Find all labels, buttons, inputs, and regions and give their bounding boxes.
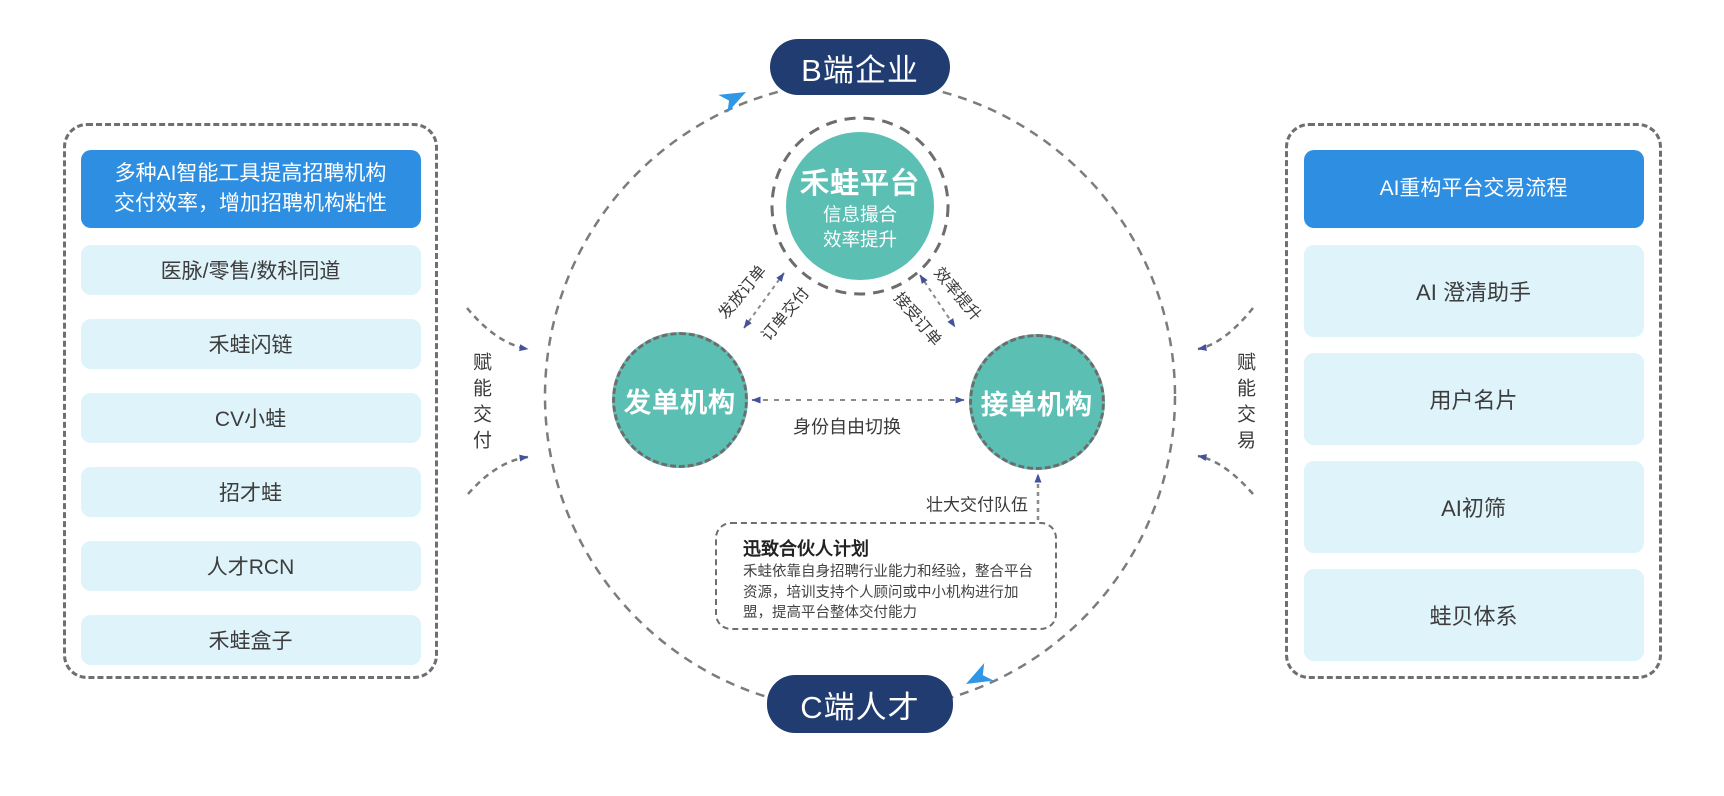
right-panel-item: AI 澄清助手 — [1303, 245, 1644, 337]
receiving-agency-circle: 接单机构 — [969, 334, 1105, 470]
left-panel-item: CV小蛙 — [80, 393, 421, 443]
empower-delivery-arrow-bottom — [467, 454, 529, 495]
issuing-agency-circle: 发单机构 — [612, 332, 748, 468]
label-identity-switch: 身份自由切换 — [793, 417, 901, 437]
right-panel-header: AI重构平台交易流程 — [1303, 150, 1644, 228]
empower-trade-arrow-top — [1197, 307, 1254, 351]
label-empower-trade: 赋能交易 — [1234, 352, 1255, 456]
label-order-delivery: 订单交付 — [758, 284, 814, 345]
left-panel-item: 医脉/零售/数科同道 — [80, 245, 421, 295]
empower-trade-arrow-bottom — [1197, 454, 1254, 495]
left-panel-header-line2: 交付效率，增加招聘机构粘性 — [114, 192, 387, 215]
platform-circle: 禾蛙平台 信息撮合 效率提升 — [786, 132, 934, 280]
left-panel-item: 人才RCN — [80, 541, 421, 591]
left-panel-item: 禾蛙盒子 — [80, 615, 421, 665]
c-side-pill: C端人才 — [767, 675, 953, 733]
label-efficiency-boost: 效率提升 — [929, 264, 985, 325]
left-panel-header: 多种AI智能工具提高招聘机构 交付效率，增加招聘机构粘性 — [80, 150, 421, 228]
left-panel-header-line1: 多种AI智能工具提高招聘机构 — [114, 162, 387, 185]
receiving-agency-label: 接单机构 — [981, 389, 1093, 420]
platform-subtitle-1: 信息撮合 — [822, 204, 897, 225]
issuing-agency-label: 发单机构 — [624, 387, 736, 418]
left-panel-item: 禾蛙闪链 — [80, 319, 421, 369]
platform-subtitle-2: 效率提升 — [822, 229, 897, 250]
platform-title: 禾蛙平台 — [799, 168, 920, 200]
label-grow-delivery-team: 壮大交付队伍 — [926, 495, 1028, 515]
partner-box: 迅致合伙人计划 禾蛙依靠自身招聘行业能力和经验，整合平台资源，培训支持个人顾问或… — [715, 522, 1057, 630]
flow-arrow-to-b-icon — [718, 92, 746, 113]
right-panel: AI重构平台交易流程 AI 澄清助手 用户名片 AI初筛 蛙贝体系 — [1285, 123, 1662, 679]
right-panel-item: AI初筛 — [1303, 461, 1644, 553]
left-panel: 多种AI智能工具提高招聘机构 交付效率，增加招聘机构粘性 医脉/零售/数科同道 … — [63, 123, 438, 679]
partner-box-title: 迅致合伙人计划 — [743, 539, 869, 559]
b-side-pill: B端企业 — [770, 39, 950, 95]
flow-arrow-to-c-icon — [966, 662, 994, 684]
label-empower-delivery: 赋能交付 — [470, 352, 491, 456]
left-panel-item: 招才蛙 — [80, 467, 421, 517]
partner-box-body: 禾蛙依靠自身招聘行业能力和经验，整合平台资源，培训支持个人顾问或中小机构进行加盟… — [743, 564, 1033, 621]
right-panel-item: 用户名片 — [1303, 353, 1644, 445]
empower-delivery-arrow-top — [466, 307, 529, 352]
label-issue-order: 发放订单 — [715, 262, 771, 323]
right-panel-item: 蛙贝体系 — [1303, 569, 1644, 661]
label-accept-order: 接受订单 — [889, 289, 945, 350]
